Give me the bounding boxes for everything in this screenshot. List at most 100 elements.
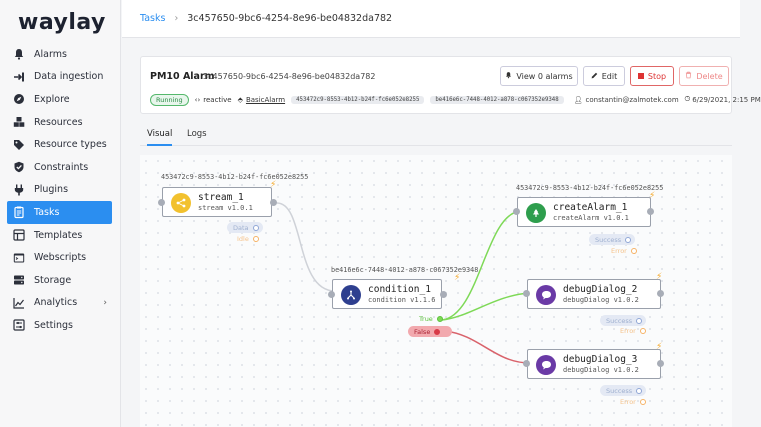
output-port[interactable] (647, 208, 654, 215)
resource-link[interactable]: BasicAlarm (245, 95, 286, 104)
output-dot (636, 317, 643, 324)
output-true[interactable]: True (419, 315, 443, 323)
waylay-logo[interactable]: waylay (18, 10, 106, 35)
output-error[interactable]: Error (611, 247, 637, 255)
node-title: debugDialog_2 (563, 284, 638, 295)
sidebar-item-webscripts[interactable]: Webscripts (0, 246, 121, 269)
output-dot (436, 316, 443, 322)
condition-branch-icon (341, 285, 361, 305)
lightning-icon: ⚡ (454, 273, 461, 283)
tab-logs[interactable]: Logs (187, 129, 207, 139)
clipboard-icon (12, 205, 26, 219)
sidebar-item-templates[interactable]: Templates (0, 224, 121, 247)
output-error[interactable]: Error (620, 327, 646, 335)
sidebar-item-constraints[interactable]: Constraints (0, 156, 121, 179)
sidebar-item-data-ingestion[interactable]: Data ingestion (0, 66, 121, 89)
sidebar-item-label: Webscripts (34, 252, 87, 264)
stop-icon (637, 72, 644, 81)
wire-true-to-debug-2 (441, 292, 531, 321)
input-port[interactable] (158, 199, 165, 206)
sidebar-item-label: Plugins (34, 184, 69, 196)
output-idle[interactable]: Idle (237, 235, 259, 243)
sidebar-item-resources[interactable]: Resources (0, 111, 121, 134)
webscripts-icon (12, 251, 26, 265)
sidebar-item-analytics[interactable]: Analytics › (0, 292, 121, 315)
node-title: createAlarm_1 (553, 202, 628, 213)
output-dot (630, 248, 637, 254)
output-port[interactable] (657, 360, 664, 367)
output-success[interactable]: Success (600, 385, 647, 396)
node-subtitle: condition v1.1.6 (368, 296, 436, 304)
sidebar-item-plugins[interactable]: Plugins (0, 179, 121, 202)
wire-false-to-debug-3 (444, 330, 531, 364)
output-port[interactable] (270, 199, 277, 206)
node-resource-id: 453472c9-8553-4b12-b24f-fc6e052e8255 (161, 173, 309, 181)
shield-check-icon (12, 160, 26, 174)
edit-button[interactable]: Edit (583, 66, 625, 86)
graph-wires (276, 202, 531, 364)
sidebar: waylay Alarms Data ingestion Explore Res… (0, 0, 121, 427)
output-port[interactable] (657, 290, 664, 297)
input-port[interactable] (523, 360, 530, 367)
sidebar-item-label: Resources (34, 116, 83, 128)
task-user: constantin@zalmotek.com (585, 95, 679, 104)
task-date: 6/29/2021, 2:15 PM (692, 95, 761, 104)
node-stream[interactable]: stream_1 stream v1.0.1 (162, 187, 272, 217)
lightning-icon: ⚡ (656, 342, 663, 352)
input-port[interactable] (328, 291, 335, 298)
task-type: reactive (203, 95, 232, 104)
sidebar-item-settings[interactable]: Settings (0, 314, 121, 337)
node-subtitle: debugDialog v1.0.2 (563, 366, 639, 374)
node-title: debugDialog_3 (563, 354, 638, 365)
cubes-icon (12, 115, 26, 129)
tab-visual[interactable]: Visual (147, 129, 173, 146)
breadcrumb-separator: › (174, 13, 179, 24)
delete-button[interactable]: Delete (679, 66, 729, 86)
output-success[interactable]: Success (600, 315, 647, 326)
view-alarms-button[interactable]: View 0 alarms (500, 66, 578, 86)
task-graph-canvas[interactable]: 453472c9-8553-4b12-b24f-fc6e052e8255 str… (140, 155, 732, 427)
code-icon: ‹› (194, 95, 201, 104)
stop-button[interactable]: Stop (630, 66, 674, 86)
sidebar-item-alarms[interactable]: Alarms (0, 43, 121, 66)
chat-bubble-icon (536, 285, 556, 305)
task-header-card: PM10 Alarm 3c457650-9bc6-4254-8e96-be048… (140, 56, 761, 114)
task-name: PM10 Alarm (150, 71, 215, 82)
sidebar-nav: Alarms Data ingestion Explore Resources … (0, 43, 121, 337)
sidebar-item-tasks[interactable]: Tasks (7, 201, 112, 224)
node-create-alarm[interactable]: createAlarm_1 createAlarm v1.0.1 (517, 197, 651, 227)
breadcrumb-current: 3c457650-9bc6-4254-8e96-be04832da782 (187, 13, 393, 24)
sidebar-item-label: Settings (34, 319, 73, 331)
database-icon (12, 273, 26, 287)
trash-icon (685, 71, 692, 81)
node-title: stream_1 (198, 192, 244, 203)
breadcrumb-tasks-link[interactable]: Tasks (140, 13, 166, 24)
resource-id-pill[interactable]: be416e6c-7448-4012-a878-c067352e9348 (430, 95, 564, 104)
node-debug-dialog-3[interactable]: debugDialog_3 debugDialog v1.0.2 (527, 349, 661, 379)
output-error[interactable]: Error (620, 398, 646, 406)
output-dot (252, 224, 259, 231)
output-dot (252, 236, 259, 242)
node-debug-dialog-2[interactable]: debugDialog_2 debugDialog v1.0.2 (527, 279, 661, 309)
wire-stream-data-to-condition (276, 202, 336, 292)
output-port[interactable] (440, 291, 447, 298)
chart-icon (12, 296, 26, 310)
input-port[interactable] (523, 290, 530, 297)
resource-id-pill[interactable]: 453472c9-8553-4b12-b24f-fc6e052e8255 (291, 95, 425, 104)
chat-bubble-icon (536, 355, 556, 375)
output-dot (625, 236, 632, 243)
output-dot (434, 328, 441, 335)
share-icon (171, 193, 191, 213)
output-success[interactable]: Success (589, 234, 636, 245)
input-port[interactable] (513, 208, 520, 215)
sidebar-item-label: Constraints (34, 161, 89, 173)
sidebar-item-resource-types[interactable]: Resource types (0, 133, 121, 156)
sidebar-item-label: Data ingestion (34, 71, 104, 83)
sidebar-item-label: Resource types (34, 139, 107, 151)
node-condition[interactable]: condition_1 condition v1.1.6 (332, 279, 442, 309)
sidebar-item-storage[interactable]: Storage (0, 269, 121, 292)
output-false[interactable]: False (408, 326, 452, 337)
sidebar-item-explore[interactable]: Explore (0, 88, 121, 111)
bell-icon (12, 47, 26, 61)
output-data[interactable]: Data (227, 222, 263, 233)
